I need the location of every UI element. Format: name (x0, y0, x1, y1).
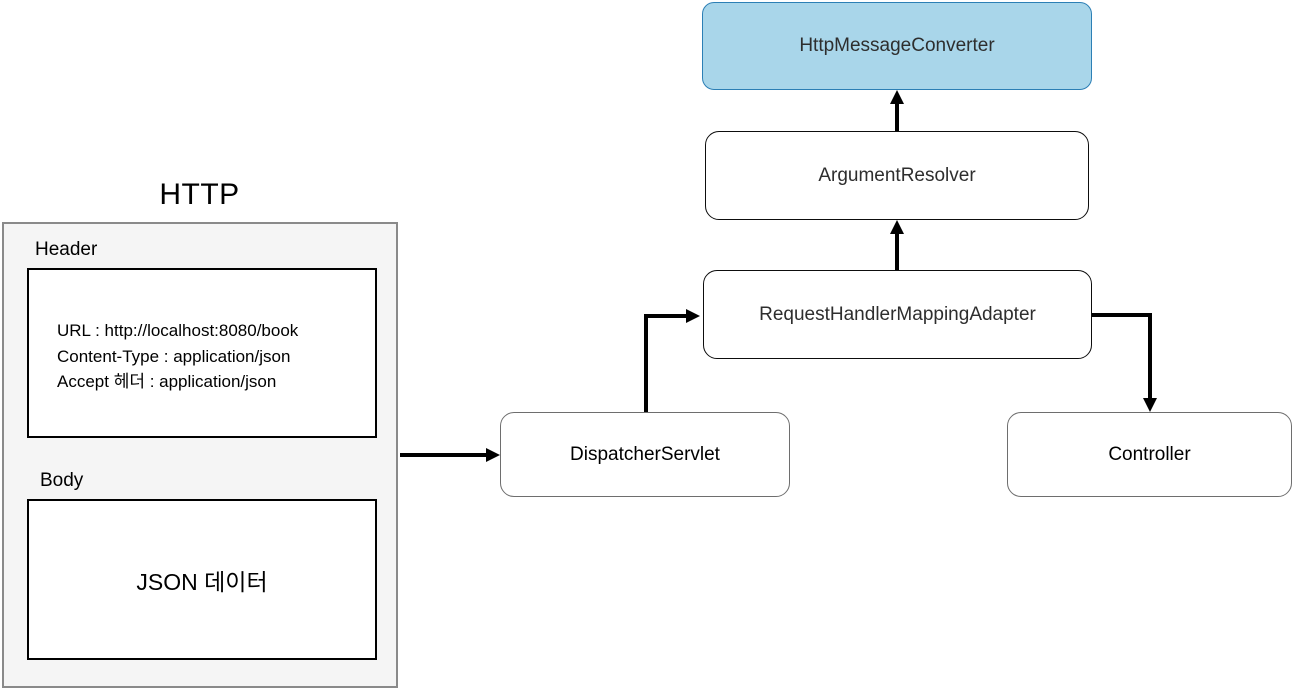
header-section-label: Header (35, 239, 98, 260)
node-request-handler-mapping-adapter: RequestHandlerMappingAdapter (703, 270, 1092, 359)
node-dispatcher-servlet: DispatcherServlet (500, 412, 790, 497)
arrow-adapter-to-controller (1092, 313, 1157, 412)
node-argument-resolver: ArgumentResolver (705, 131, 1089, 220)
body-section-label: Body (40, 470, 84, 491)
header-line-accept: Accept 헤더 : application/json (57, 372, 277, 391)
header-lines: URL : http://localhost:8080/book Content… (57, 318, 298, 395)
arrow-http-to-dispatcher (400, 448, 500, 462)
arrow-adapter-to-resolver (890, 220, 904, 270)
arrow-resolver-to-converter (890, 90, 904, 131)
http-group-title: HTTP (159, 178, 240, 211)
body-content-box: JSON 데이터 (27, 499, 377, 660)
arrow-dispatcher-to-adapter (644, 309, 700, 412)
header-line-url: URL : http://localhost:8080/book (57, 321, 299, 340)
node-http-message-converter: HttpMessageConverter (702, 2, 1092, 90)
header-line-content-type: Content-Type : application/json (57, 346, 291, 366)
node-controller: Controller (1007, 412, 1292, 497)
header-content-box: URL : http://localhost:8080/book Content… (27, 268, 377, 438)
http-request-panel: Header URL : http://localhost:8080/book … (2, 222, 398, 688)
body-json-text: JSON 데이터 (136, 568, 268, 595)
